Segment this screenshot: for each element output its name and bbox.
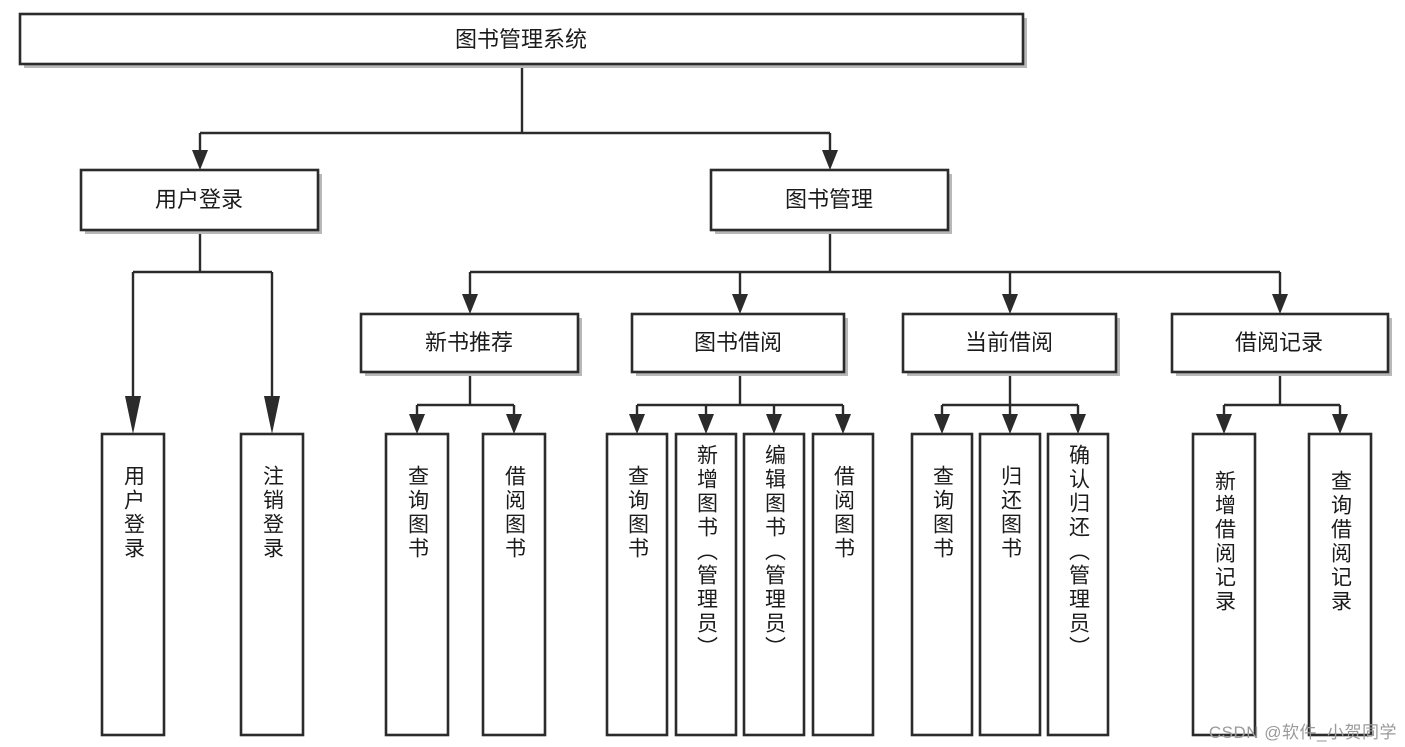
arrow-head-book-manage (822, 150, 838, 170)
node-leaf-borrow-book-2[interactable]: 借阅图书 (811, 432, 875, 737)
node-leaf-query-book-3-label: 查询图书 (931, 465, 955, 561)
node-leaf-user-login-label: 用户登录 (122, 465, 146, 561)
node-leaf-borrow-book-2-box (811, 432, 875, 737)
node-leaf-confirm-return-box (1046, 432, 1110, 737)
node-leaf-query-record-box (1307, 432, 1373, 737)
arrow-head-book-borrow (732, 294, 748, 314)
arrow-head-leaf-query-book-3 (934, 414, 950, 434)
connector-layer (125, 66, 1348, 434)
node-new-book-rec[interactable]: 新书推荐 (359, 312, 582, 376)
node-leaf-confirm-return[interactable]: 确认归还（管理员） (1046, 432, 1110, 737)
node-leaf-return-book[interactable]: 归还图书 (978, 432, 1042, 737)
node-leaf-query-book-2-label: 查询图书 (626, 465, 650, 561)
node-borrow-record-label: 借阅记录 (1235, 330, 1323, 355)
node-leaf-borrow-book-1[interactable]: 借阅图书 (481, 432, 547, 737)
node-leaf-logout-label: 注销登录 (261, 465, 285, 561)
node-leaf-add-record[interactable]: 新增借阅记录 (1191, 432, 1257, 737)
node-user-login[interactable]: 用户登录 (79, 168, 322, 234)
node-leaf-query-book-3-box (910, 432, 974, 737)
node-current-borrow[interactable]: 当前借阅 (901, 312, 1120, 376)
arrow-head-leaf-query-record (1332, 414, 1348, 434)
node-leaf-query-book-2-box (605, 432, 669, 737)
node-leaf-query-book-1-label: 查询图书 (406, 465, 430, 561)
arrow-head-leaf-add-book (698, 414, 714, 434)
node-leaf-logout[interactable]: 注销登录 (239, 432, 305, 737)
arrow-head-leaf-query-book-1 (409, 414, 425, 434)
node-leaf-borrow-book-1-box (481, 432, 547, 737)
node-new-book-rec-box (359, 312, 580, 374)
node-leaf-borrow-book-2-label: 借阅图书 (832, 465, 856, 561)
arrow-head-user-login (192, 150, 208, 170)
node-leaf-add-book-box (674, 432, 738, 737)
arrow-head-leaf-return-book (1002, 414, 1018, 434)
node-leaf-borrow-book-1-label: 借阅图书 (503, 465, 527, 561)
node-leaf-add-book-label: 新增图书（管理员） (695, 444, 719, 660)
node-book-borrow-label: 图书借阅 (694, 330, 782, 355)
arrow-head-leaf-borrow-book-2 (835, 414, 851, 434)
node-leaf-logout-box (239, 432, 305, 737)
node-leaf-return-book-box (978, 432, 1042, 737)
arrow-head-leaf-confirm-return (1070, 414, 1086, 434)
arrow-head-borrow-record (1272, 294, 1288, 314)
node-leaf-query-book-1[interactable]: 查询图书 (384, 432, 450, 737)
node-user-login-box (79, 168, 320, 232)
node-leaf-add-book[interactable]: 新增图书（管理员） (674, 432, 738, 737)
node-book-borrow-box (630, 312, 846, 374)
arrow-head-leaf-edit-book (766, 414, 782, 434)
node-leaf-query-book-1-box (384, 432, 450, 737)
node-leaf-confirm-return-label: 确认归还（管理员） (1067, 444, 1091, 660)
arrow-head-leaf-add-record (1216, 414, 1232, 434)
arrow-head-new-book-rec (462, 294, 478, 314)
arrow-head-current-borrow (1002, 294, 1018, 314)
node-current-borrow-box (901, 312, 1118, 374)
node-leaf-query-record-label: 查询借阅记录 (1329, 470, 1353, 614)
node-leaf-edit-book-label: 编辑图书（管理员） (763, 444, 787, 660)
node-root-label: 图书管理系统 (455, 27, 587, 52)
node-root-box (18, 12, 1025, 66)
node-leaf-add-record-label: 新增借阅记录 (1213, 470, 1237, 614)
node-leaf-add-record-box (1191, 432, 1257, 737)
arrow-head-leaf-query-book-2 (629, 414, 645, 434)
node-leaf-query-book-2[interactable]: 查询图书 (605, 432, 669, 737)
node-book-manage-label: 图书管理 (785, 187, 873, 212)
node-leaf-edit-book-box (742, 432, 806, 737)
arrow-head-leaf-user-login (125, 396, 141, 434)
node-book-manage[interactable]: 图书管理 (709, 168, 952, 234)
node-leaf-return-book-label: 归还图书 (999, 465, 1023, 561)
node-borrow-record[interactable]: 借阅记录 (1170, 312, 1392, 376)
node-leaf-query-record[interactable]: 查询借阅记录 (1307, 432, 1373, 737)
arrow-head-leaf-borrow-book-1 (506, 414, 522, 434)
arrow-head-leaf-logout (264, 396, 280, 434)
node-leaf-edit-book[interactable]: 编辑图书（管理员） (742, 432, 806, 737)
node-leaf-user-login[interactable]: 用户登录 (100, 432, 166, 737)
node-new-book-rec-label: 新书推荐 (425, 330, 513, 355)
node-leaf-query-book-3[interactable]: 查询图书 (910, 432, 974, 737)
node-leaf-user-login-box (100, 432, 166, 737)
node-user-login-label: 用户登录 (155, 187, 243, 212)
node-borrow-record-box (1170, 312, 1390, 374)
node-current-borrow-label: 当前借阅 (965, 330, 1053, 355)
node-root[interactable]: 图书管理系统 (18, 12, 1027, 68)
node-book-borrow[interactable]: 图书借阅 (630, 312, 848, 376)
node-book-manage-box (709, 168, 950, 232)
